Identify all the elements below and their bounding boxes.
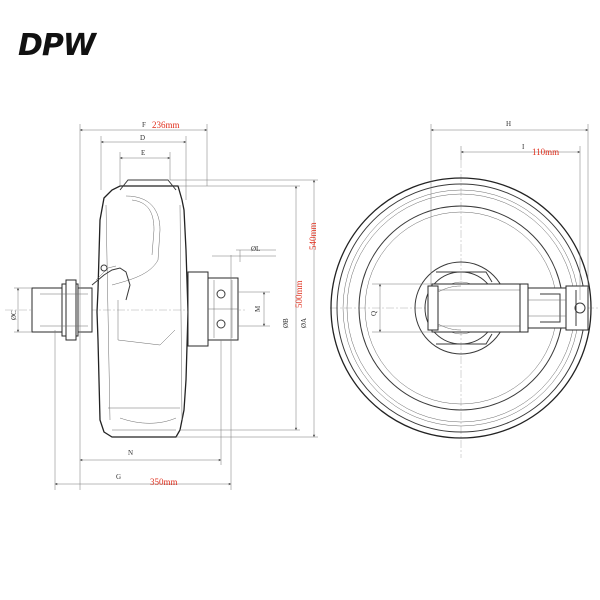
front-view: H I 110mm Q <box>330 120 598 458</box>
value-B: 500mm <box>294 280 304 308</box>
bracket <box>187 271 209 347</box>
label-M: M <box>254 305 262 312</box>
label-N: N <box>128 449 133 457</box>
wheel-profile <box>96 185 189 438</box>
label-I: I <box>522 143 525 151</box>
dpw-logo: DPW <box>18 28 98 63</box>
value-G: 350mm <box>150 477 178 487</box>
label-C: ØC <box>10 310 18 320</box>
label-A: ØA <box>300 318 308 328</box>
label-B: ØB <box>282 318 290 328</box>
value-A: 540mm <box>308 222 318 250</box>
label-L: ØL <box>251 245 260 253</box>
value-F: 236mm <box>152 120 180 130</box>
label-E: E <box>141 149 145 157</box>
yoke-arm <box>431 283 589 333</box>
outer-ring <box>330 177 592 439</box>
label-F: F <box>142 121 146 129</box>
label-G: G <box>116 473 121 481</box>
side-view: F 236mm D E ØL M ØB 500mm ØA 540mm <box>5 120 318 490</box>
value-I: 110mm <box>532 147 559 157</box>
label-Q: Q <box>370 311 378 316</box>
label-H: H <box>506 120 511 128</box>
label-D: D <box>140 134 145 142</box>
